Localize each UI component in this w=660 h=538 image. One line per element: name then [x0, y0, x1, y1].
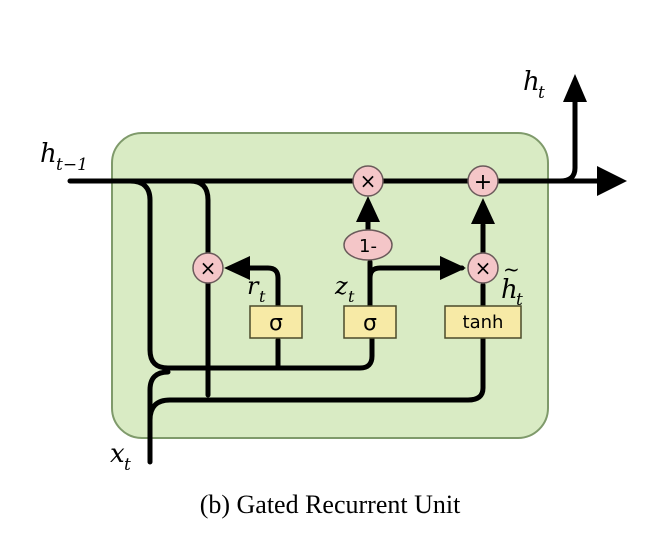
label-h-out-sub: t: [538, 83, 545, 103]
arrow-up-to-top-multiply-icon: [356, 196, 380, 222]
gate-candidate-tanh: tanh: [444, 305, 522, 339]
figure-caption: (b) Gated Recurrent Unit: [200, 490, 461, 519]
label-h-out-main: h: [523, 67, 540, 97]
arrow-to-reset-multiply-icon: [224, 256, 250, 280]
label-x-in-sub: t: [124, 455, 131, 475]
gate-update-sigma: σ: [343, 305, 397, 339]
output-arrow-right-icon: [597, 166, 627, 196]
op-one-minus-label: 1-: [359, 236, 377, 257]
op-multiply-candidate-label: ×: [475, 256, 492, 280]
output-arrow-up-icon: [563, 74, 587, 102]
label-h-tilde-accent: ~: [503, 257, 520, 281]
op-multiply-reset-label: ×: [200, 256, 217, 280]
output-branch: [557, 97, 578, 184]
label-z-gate: z t: [334, 272, 355, 306]
gate-candidate-tanh-label: tanh: [463, 312, 504, 333]
label-h-out: h t: [523, 67, 545, 103]
label-r-gate-main: r: [247, 272, 260, 300]
gate-reset-sigma-label: σ: [269, 311, 283, 336]
label-z-gate-main: z: [334, 272, 348, 300]
label-h-tilde-sub: t: [516, 290, 523, 310]
op-add-top-label: +: [474, 170, 492, 195]
arrow-to-candidate-multiply-icon: [440, 256, 466, 280]
label-r-gate-sub: t: [259, 287, 266, 306]
gate-update-sigma-label: σ: [363, 311, 377, 336]
label-r-gate: r t: [247, 272, 266, 306]
op-add-top: +: [467, 165, 499, 197]
label-h-tilde-main: h: [501, 275, 518, 305]
label-x-in: x t: [110, 439, 131, 475]
op-one-minus: 1-: [343, 229, 393, 261]
label-x-in-main: x: [110, 439, 125, 469]
gru-cell-box: [111, 132, 549, 439]
label-z-gate-sub: t: [348, 287, 355, 306]
gate-reset-sigma: σ: [249, 305, 303, 339]
arrow-up-to-add-icon: [471, 198, 495, 224]
op-multiply-candidate: ×: [467, 252, 499, 284]
label-h-prev-sub: t−1: [56, 155, 88, 175]
label-h-prev-main: h: [40, 139, 57, 169]
label-h-prev: h t−1: [40, 139, 88, 175]
label-h-tilde: ~ h t: [501, 257, 523, 310]
op-multiply-top-label: ×: [360, 169, 377, 193]
op-multiply-reset: ×: [192, 252, 224, 284]
op-multiply-top: ×: [352, 165, 384, 197]
